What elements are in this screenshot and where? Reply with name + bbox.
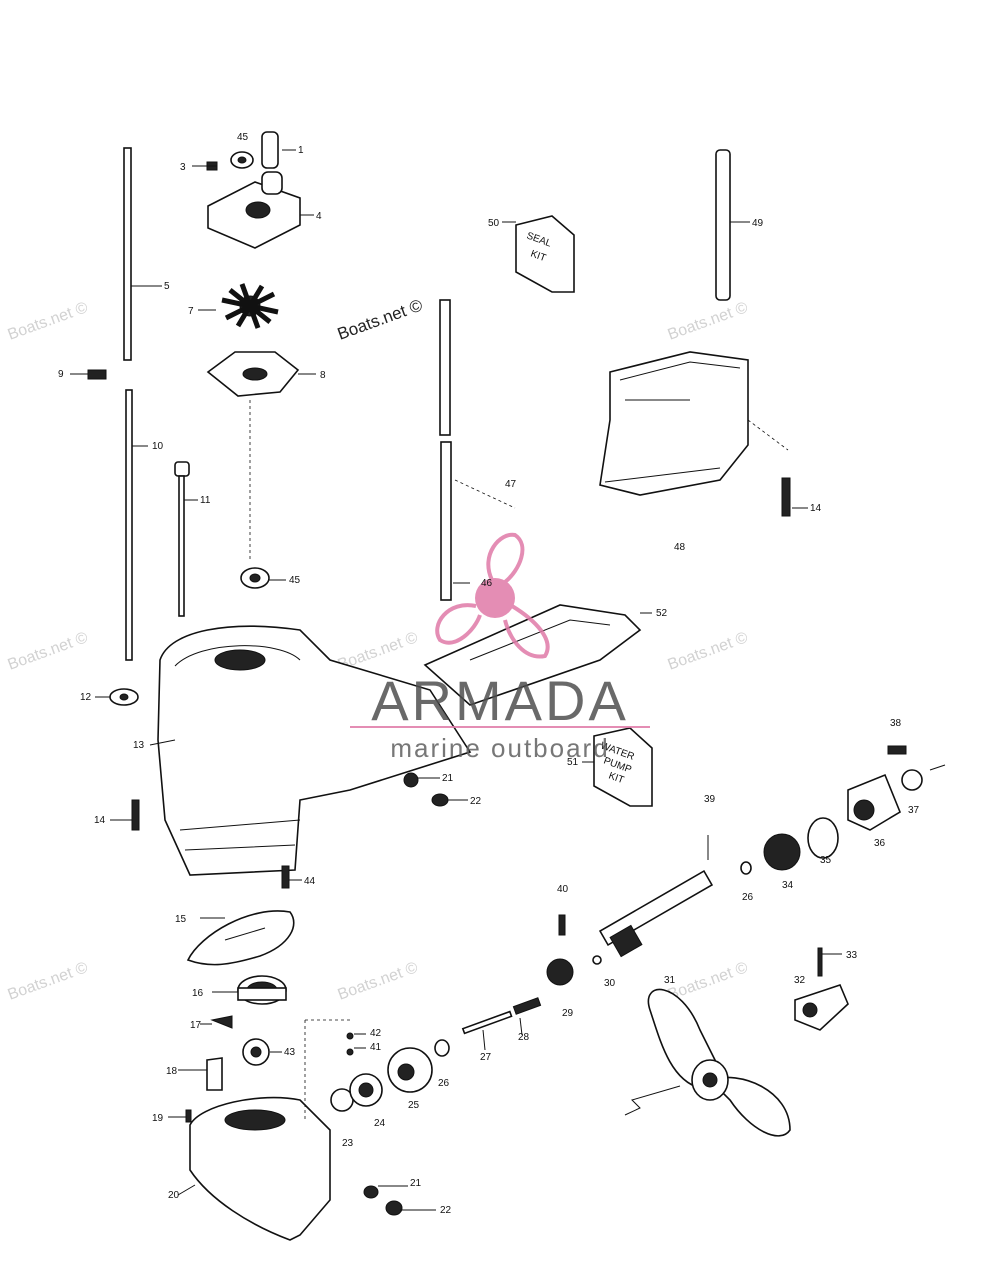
- part-label: 41: [370, 1042, 382, 1053]
- part-label: 47: [505, 479, 517, 490]
- propeller-shaft-assembly: [304, 745, 946, 1120]
- watermark: Boats.net ©: [6, 629, 91, 674]
- part-label: 52: [656, 608, 668, 619]
- part-label: 35: [820, 855, 832, 866]
- part-label: 33: [846, 950, 858, 961]
- part-label: 21: [442, 773, 454, 784]
- part-label: 22: [470, 796, 482, 807]
- part-label: 5: [164, 281, 170, 292]
- seal-kit-box: SEAL KIT: [502, 215, 575, 293]
- part-label: 50: [488, 218, 500, 229]
- water-pump-kit-label-3: KIT: [607, 770, 625, 786]
- watermark: Boats.net ©: [666, 299, 751, 344]
- part-label: 39: [704, 794, 716, 805]
- part-label: 15: [175, 914, 187, 925]
- part-label: 23: [342, 1138, 354, 1149]
- watermark: Boats.net ©: [6, 959, 91, 1004]
- part-label: 42: [370, 1028, 382, 1039]
- part-label: 46: [481, 578, 493, 589]
- part-label: 13: [133, 740, 145, 751]
- part-label: 14: [810, 503, 822, 514]
- brand-name: ARMADA: [371, 669, 629, 732]
- part-label: 17: [190, 1020, 202, 1031]
- part-label: 12: [80, 692, 92, 703]
- exhaust-housing: [599, 149, 808, 517]
- lower-gearcase: [168, 1096, 436, 1241]
- part-label: 43: [284, 1047, 296, 1058]
- part-label: 45: [237, 132, 249, 143]
- part-label: 51: [567, 757, 579, 768]
- part-label: 22: [440, 1205, 452, 1216]
- part-label: 31: [664, 975, 676, 986]
- part-label: 45: [289, 575, 301, 586]
- part-label: 28: [518, 1032, 530, 1043]
- part-label: 25: [408, 1100, 420, 1111]
- watermark: Boats.net ©: [335, 295, 426, 343]
- water-pump-top: [192, 131, 314, 249]
- watermark: Boats.net ©: [666, 629, 751, 674]
- part-label: 9: [58, 369, 64, 380]
- part-label: 10: [152, 441, 164, 452]
- part-label: 27: [480, 1052, 492, 1063]
- part-label: 26: [438, 1078, 450, 1089]
- part-label: 40: [557, 884, 569, 895]
- part-label: 20: [168, 1190, 180, 1201]
- part-label: 8: [320, 370, 326, 381]
- part-label: 26: [742, 892, 754, 903]
- brand-tagline: marine outboard: [390, 733, 609, 763]
- small-fasteners: [346, 1032, 366, 1056]
- part-label: 29: [562, 1008, 574, 1019]
- part-label: 18: [166, 1066, 178, 1077]
- drive-shaft: [439, 299, 516, 601]
- impeller-and-plate: [198, 283, 316, 560]
- part-label: 16: [192, 988, 204, 999]
- part-label: 14: [94, 815, 106, 826]
- part-labels: 1 3 4 45 5 7 8 9 10 11 45 12 13 14 15 16…: [58, 132, 920, 1216]
- part-label: 21: [410, 1178, 422, 1189]
- shift-rods: [70, 147, 286, 661]
- part-label: 32: [794, 975, 806, 986]
- part-label: 34: [782, 880, 794, 891]
- watermark: Boats.net ©: [336, 959, 421, 1004]
- part-label: 4: [316, 211, 322, 222]
- watermark: Boats.net ©: [6, 299, 91, 344]
- part-label: 3: [180, 162, 186, 173]
- part-label: 30: [604, 978, 616, 989]
- lower-components: [178, 910, 295, 1091]
- part-label: 24: [374, 1118, 386, 1129]
- part-label: 1: [298, 145, 304, 156]
- propeller: [624, 947, 849, 1137]
- part-label: 36: [874, 838, 886, 849]
- gearcase-housing: [95, 625, 472, 889]
- part-label: 48: [674, 542, 686, 553]
- part-label: 49: [752, 218, 764, 229]
- part-label: 19: [152, 1113, 164, 1124]
- seal-kit-label-2: KIT: [529, 248, 547, 264]
- part-label: 7: [188, 306, 194, 317]
- brand-logo: ARMADA marine outboard: [350, 532, 650, 763]
- part-label: 37: [908, 805, 920, 816]
- part-label: 44: [304, 876, 316, 887]
- part-label: 38: [890, 718, 902, 729]
- part-label: 11: [200, 495, 211, 506]
